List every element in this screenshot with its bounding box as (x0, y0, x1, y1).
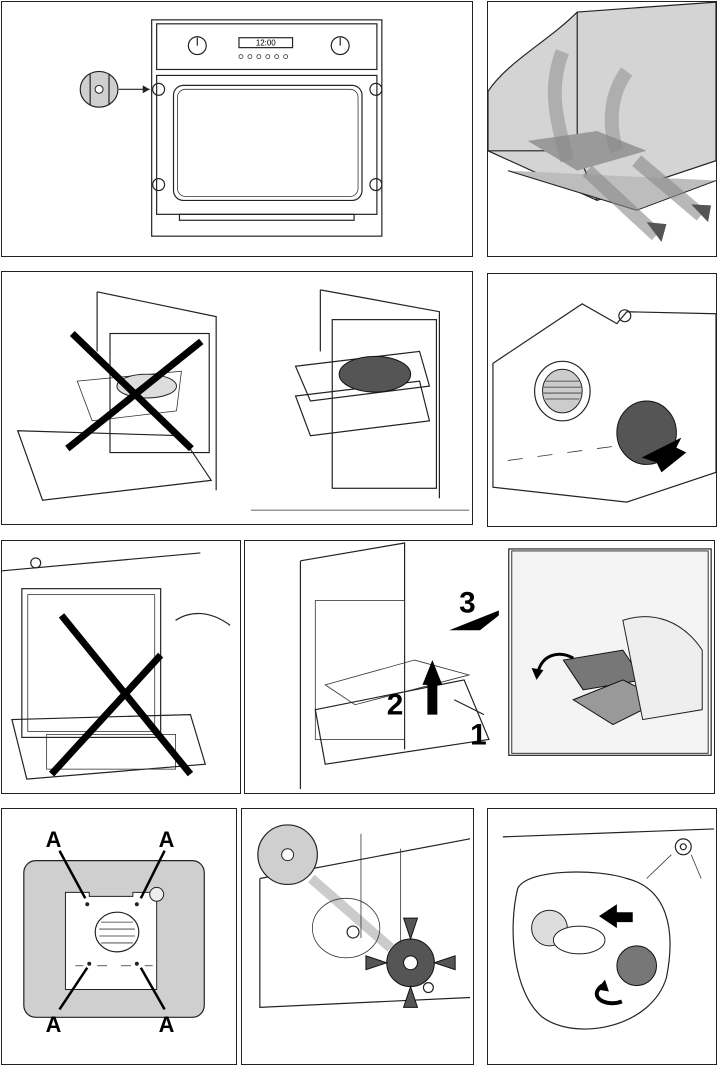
step-2-label: 2 (387, 689, 404, 722)
lamp-illustration (488, 809, 716, 1064)
door-glass-illustration: 3 2 1 (245, 541, 714, 793)
panel-tray-position (1, 271, 473, 525)
marker-a-bottom-left: A (46, 1012, 62, 1037)
lamp-cover-icon (617, 946, 657, 986)
marker-a-top-left: A (46, 827, 62, 852)
correct-tray-drawing (251, 290, 469, 510)
fixing-screw-icon (153, 83, 165, 95)
door-removal-illustration (2, 541, 240, 793)
clock-readout: 12:00 (256, 39, 276, 48)
panel-rear-panel: A A A A (1, 808, 237, 1065)
fixing-screw-icon (370, 83, 382, 95)
fixing-screw-icon (153, 179, 165, 191)
oven-front-illustration: 12:00 (2, 2, 472, 256)
panel-lamp (487, 808, 717, 1065)
fan-blade-illustration (242, 809, 473, 1064)
panel-oven-front: 12:00 (1, 1, 473, 257)
push-arrow-icon (599, 904, 633, 928)
panel-fan-cover (487, 273, 717, 527)
incorrect-tray-drawing (18, 292, 216, 500)
marker-a-bottom-right: A (159, 1012, 175, 1037)
ventilation-illustration (488, 2, 716, 256)
rotate-arrow-icon (597, 980, 609, 992)
door-window (174, 85, 363, 200)
fan-cover-illustration (488, 274, 716, 526)
step-3-label: 3 (459, 586, 476, 619)
panel-door-removal (1, 540, 241, 794)
step-1-label: 1 (470, 718, 487, 751)
panel-fan-blade (241, 808, 474, 1065)
panel-ventilation (487, 1, 717, 257)
fixing-screw-icon (370, 179, 382, 191)
door-handle (179, 214, 354, 220)
lamp-bulb-icon (553, 926, 605, 954)
oven-door (157, 75, 377, 214)
panel-door-glass: 3 2 1 (244, 540, 715, 794)
marker-a-top-right: A (159, 827, 175, 852)
tray-position-illustration (2, 272, 472, 524)
rear-panel-illustration: A A A A (2, 809, 236, 1064)
